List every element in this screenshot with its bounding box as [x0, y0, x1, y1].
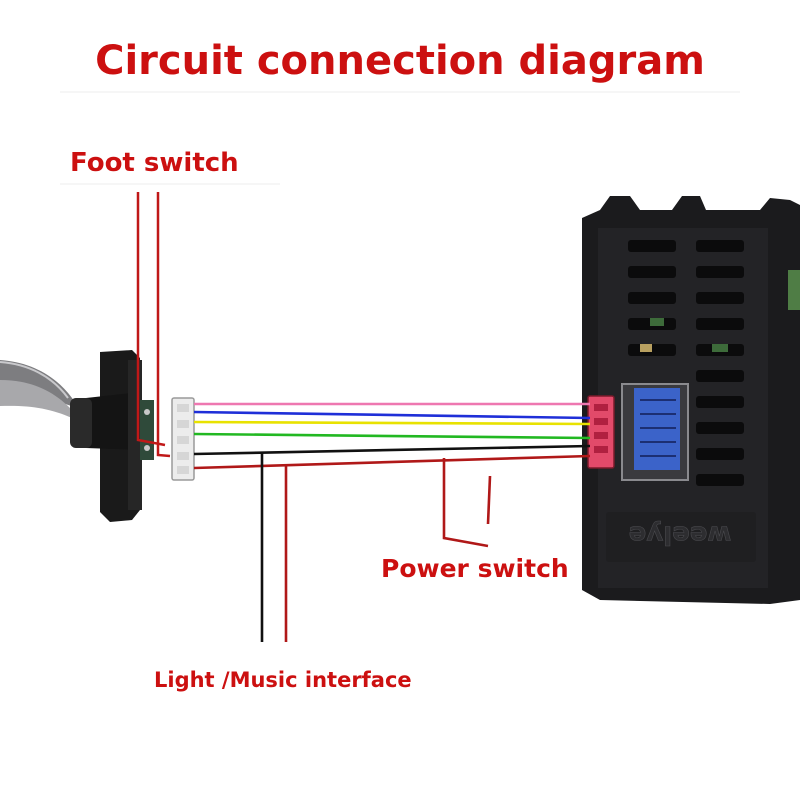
foot-switch-leads: [136, 192, 171, 458]
wire-blue: [193, 410, 591, 420]
wire-harness: [193, 402, 591, 470]
pedal-connector: [171, 397, 195, 481]
light-music-leads: [260, 452, 288, 642]
foot-switch-label: Foot switch: [70, 148, 239, 178]
power-switch-leads: [442, 458, 492, 548]
power-switch-label: Power switch: [381, 554, 569, 583]
wire-black: [193, 444, 591, 456]
wire-green: [193, 432, 591, 440]
controller-brand-text: weelye: [629, 520, 732, 550]
controller-box: [582, 196, 800, 604]
controller-connector: [587, 395, 615, 469]
light-music-interface-label: Light /Music interface: [154, 668, 412, 692]
wire-yellow: [193, 420, 591, 426]
wire-red: [193, 454, 591, 470]
foot-pedal-switch: [70, 350, 154, 522]
page-title: Circuit connection diagram: [95, 38, 705, 84]
pedal-lever: [0, 360, 80, 418]
